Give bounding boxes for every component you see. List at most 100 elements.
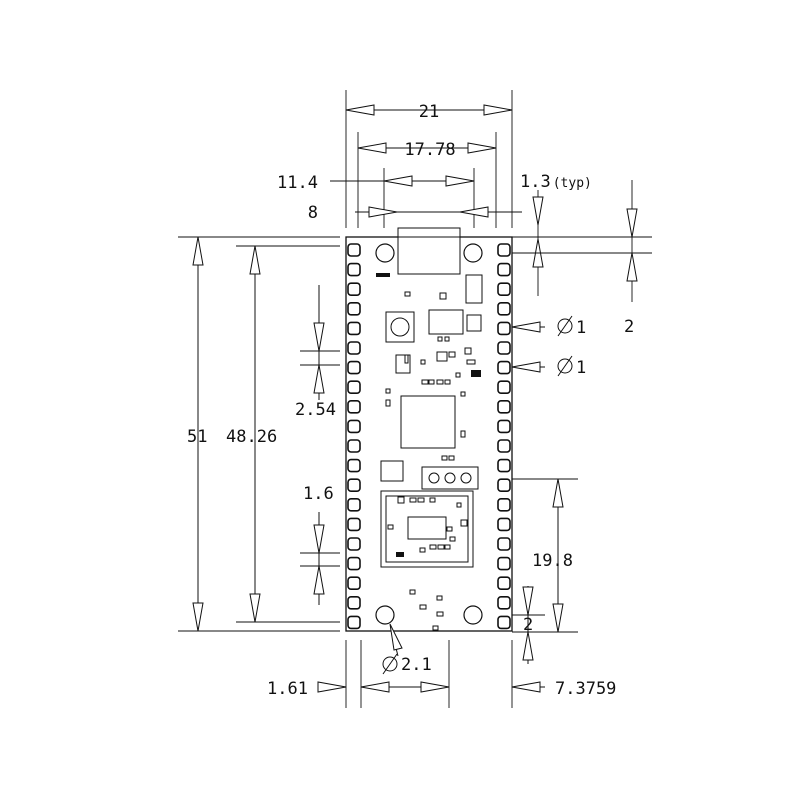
smd-component bbox=[449, 536, 456, 542]
castellated-pad-right bbox=[497, 537, 511, 551]
smd-component bbox=[437, 336, 443, 342]
smd-component bbox=[448, 455, 455, 461]
castellated-pad-right bbox=[497, 262, 511, 277]
flash-chip bbox=[380, 460, 404, 482]
dim-overall-length: 51 bbox=[187, 427, 207, 447]
castellated-pad-left bbox=[347, 360, 361, 375]
dim-module-offset: 19.8 bbox=[532, 551, 573, 571]
mount-hole-top-right bbox=[463, 243, 483, 263]
castellated-pad-right bbox=[497, 380, 511, 395]
dim-top-hole-offset: 2 bbox=[624, 317, 634, 337]
crystal bbox=[428, 309, 464, 335]
dim-right-module-offset: 7.3759 bbox=[555, 679, 616, 699]
castellated-pad-right bbox=[497, 556, 511, 571]
castellated-pad-left bbox=[347, 439, 361, 453]
left-dimensions: 51 48.26 2.54 1.6 bbox=[178, 236, 340, 632]
dim-hole-diameter-1: 1 bbox=[576, 318, 586, 338]
castellated-pad-left bbox=[347, 243, 361, 257]
dim-pin-row-length: 48.26 bbox=[226, 427, 277, 447]
castellated-pad-left bbox=[347, 399, 361, 414]
castellated-pad-left bbox=[347, 301, 361, 316]
smd-component bbox=[404, 354, 409, 364]
castellated-pad-left bbox=[347, 517, 361, 532]
smd-component bbox=[441, 455, 448, 461]
smd-component bbox=[397, 496, 405, 504]
castellated-pad-right bbox=[497, 243, 511, 257]
castellated-pad-right bbox=[497, 497, 511, 512]
smd-component bbox=[460, 391, 466, 397]
smd-component bbox=[429, 497, 436, 503]
top-dimensions: 21 17.78 11.4 8 1.3(typ) 2 bbox=[277, 90, 652, 337]
smd-component bbox=[437, 544, 445, 550]
castellated-pads bbox=[347, 243, 511, 630]
castellated-pad-right bbox=[497, 576, 511, 591]
dim-overall-width: 21 bbox=[419, 102, 439, 122]
smd-component bbox=[419, 604, 427, 610]
smd-component bbox=[421, 379, 429, 385]
smd-components bbox=[385, 291, 476, 631]
smd-component bbox=[464, 347, 472, 355]
castellated-pad-left bbox=[347, 595, 361, 610]
smd-component bbox=[466, 359, 476, 365]
castellated-pad-left bbox=[347, 458, 361, 473]
castellated-pad-left bbox=[347, 282, 361, 297]
smd-component bbox=[444, 379, 451, 385]
dim-pin-row-spacing: 17.78 bbox=[404, 140, 455, 160]
bottom-dimensions: 1.61 7.3759 2.1 bbox=[267, 623, 616, 708]
smd-component bbox=[420, 359, 426, 365]
castellated-pad-right bbox=[497, 478, 511, 493]
castellated-pad-right bbox=[497, 399, 511, 414]
diameter-symbol-2 bbox=[557, 355, 573, 377]
castellated-pad-right bbox=[497, 595, 511, 610]
castellated-pad-left bbox=[347, 537, 361, 551]
castellated-pad-right bbox=[497, 439, 511, 453]
smd-component bbox=[417, 497, 425, 503]
smd-component bbox=[387, 524, 394, 530]
pico-board bbox=[345, 227, 513, 632]
castellated-pad-right bbox=[497, 458, 511, 473]
usb-connector bbox=[397, 227, 461, 275]
smd-component bbox=[429, 544, 437, 550]
castellated-pad-right bbox=[497, 517, 511, 532]
castellated-pad-left bbox=[347, 576, 361, 591]
smd-component bbox=[385, 399, 391, 407]
mount-hole-bottom-right bbox=[463, 605, 483, 625]
castellated-pad-left bbox=[347, 478, 361, 493]
smd-component bbox=[460, 519, 468, 527]
smd-component bbox=[460, 430, 466, 438]
dim-pad-height: 1.6 bbox=[303, 484, 334, 504]
smd-component bbox=[446, 526, 453, 532]
castellated-pad-right bbox=[497, 615, 511, 630]
smd-component bbox=[436, 351, 448, 362]
smd-component bbox=[448, 351, 456, 358]
smd-component bbox=[385, 388, 391, 394]
castellated-pad-right bbox=[497, 301, 511, 316]
dim-hole-diameter-2: 1 bbox=[576, 358, 586, 378]
smd-component bbox=[439, 292, 447, 300]
smd-component bbox=[444, 544, 451, 550]
regulator bbox=[465, 274, 483, 304]
dim-edge-clearance: 1.3(typ) bbox=[520, 172, 592, 192]
smd-component bbox=[436, 595, 443, 601]
smd-component bbox=[432, 625, 439, 631]
smd-component bbox=[444, 336, 450, 342]
rp2040-chip bbox=[400, 395, 456, 449]
castellated-pad-right bbox=[497, 360, 511, 375]
castellated-pad-left bbox=[347, 497, 361, 512]
castellated-pad-left bbox=[347, 262, 361, 277]
smd-component bbox=[404, 291, 411, 297]
castellated-pad-right bbox=[497, 321, 511, 336]
smd-component bbox=[436, 379, 444, 385]
dim-usb-offset: 8 bbox=[308, 203, 318, 223]
castellated-pad-right bbox=[497, 419, 511, 434]
smd-component bbox=[455, 372, 461, 378]
castellated-pad-left bbox=[347, 341, 361, 355]
smd-component bbox=[456, 502, 462, 508]
castellated-pad-left bbox=[347, 615, 361, 630]
diameter-symbol-3 bbox=[382, 653, 398, 675]
wireless-module bbox=[380, 490, 474, 568]
castellated-pad-left bbox=[347, 419, 361, 434]
dim-pin-pitch: 2.54 bbox=[295, 400, 336, 420]
castellated-pad-left bbox=[347, 556, 361, 571]
